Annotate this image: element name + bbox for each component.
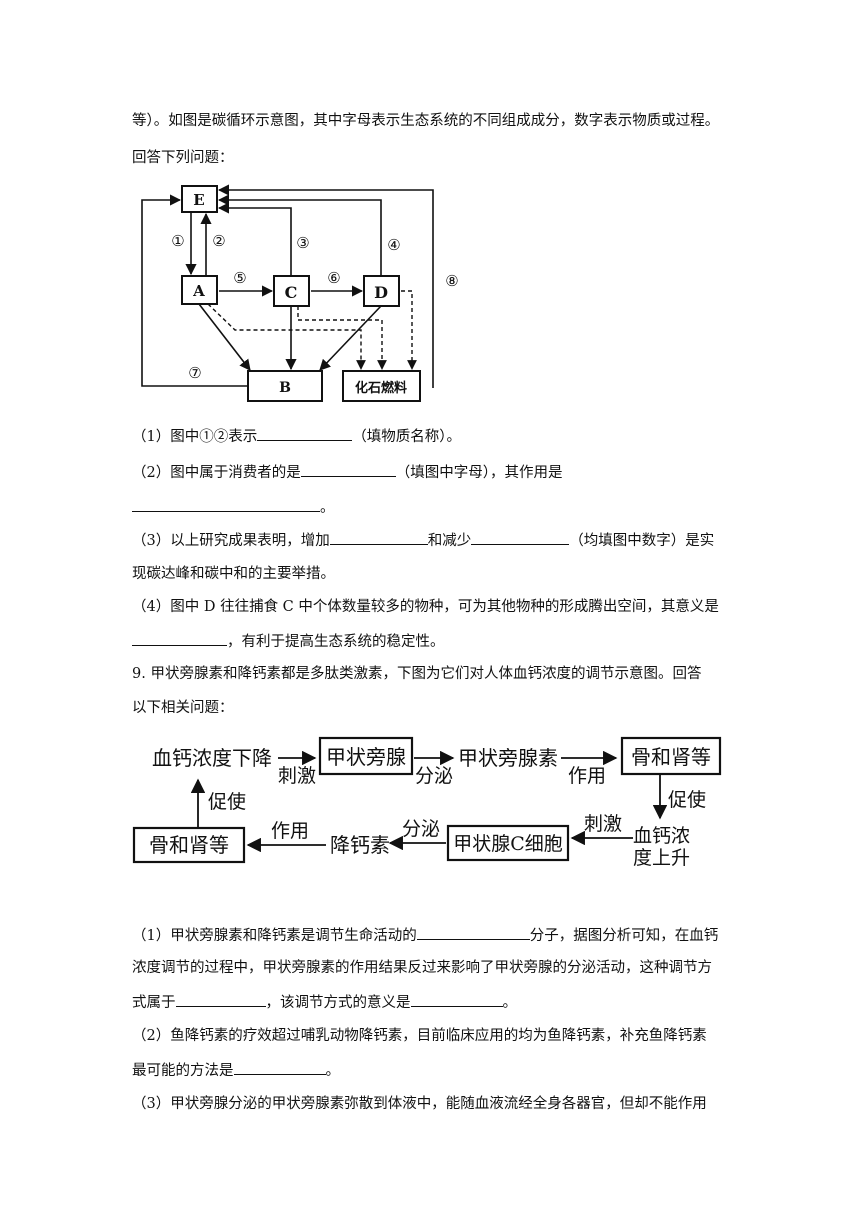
- arrow-label-4: ④: [387, 236, 400, 254]
- c-cell-label: 甲状腺C细胞: [453, 833, 563, 855]
- parathyroid-box: [318, 736, 414, 776]
- answer-blank[interactable]: [132, 497, 320, 512]
- bone-kidney-box-1: [620, 736, 722, 776]
- q9-stem-line-1: 9. 甲状旁腺素和降钙素都是多肽类激素，下图为它们对人体血钙浓度的调节示意图。回…: [132, 666, 702, 682]
- q9-part-1: （1）甲状旁腺素和降钙素是调节生命活动的分子，据图分析可知，在血钙: [132, 925, 718, 946]
- q8-part-1: （1）图中①②表示（填物质名称）。: [132, 426, 461, 447]
- bone-kidney-label-2: 骨和肾等: [149, 833, 229, 857]
- node-fossil-label: 化石燃料: [355, 380, 407, 396]
- secrete-label-1: 分泌: [415, 765, 453, 787]
- c-cell-box: [446, 824, 570, 862]
- q9-part-1-cont-2: 式属于，该调节方式的意义是。: [132, 992, 517, 1013]
- pth-label: 甲状旁腺素: [458, 746, 558, 770]
- arrow-label-7: ⑦: [188, 364, 201, 382]
- q8-part-4-cont: ，有利于提高生态系统的稳定性。: [132, 631, 445, 652]
- q8-part-2: （2）图中属于消费者的是（填图中字母），其作用是: [132, 462, 562, 483]
- promote-label-2: 促使: [208, 791, 246, 813]
- promote-label-1: 促使: [668, 789, 706, 811]
- node-b-label: B: [279, 380, 291, 396]
- intro-line-2: 回答下列问题：: [132, 150, 234, 166]
- answer-blank[interactable]: [233, 1060, 326, 1075]
- calcium-regulation-diagram: 血钙浓度下降 刺激 甲状旁腺 分泌 甲状旁腺素 作用 骨和肾等 促使 血钙浓 度…: [132, 736, 722, 869]
- answer-blank[interactable]: [410, 992, 503, 1007]
- q8-part-3-cont: 现碳达峰和碳中和的主要举措。: [132, 566, 335, 582]
- parathyroid-label: 甲状旁腺: [326, 745, 406, 769]
- q9-part-2-cont: 最可能的方法是。: [132, 1060, 340, 1081]
- bone-kidney-label-1: 骨和肾等: [631, 745, 711, 769]
- carbon-cycle-diagram: E A C D B 化石燃料 ① ② ③ ④ ⑤ ⑥ ⑦ ⑧: [141, 184, 459, 402]
- bone-kidney-box-2: [132, 826, 246, 864]
- node-fossil-box: [342, 370, 421, 402]
- answer-blank[interactable]: [471, 530, 570, 545]
- q8-part-4: （4）图中 D 往往捕食 C 中个体数量较多的物种，可为其他物种的形成腾出空间，…: [132, 599, 719, 615]
- calcium-rise-label-2: 度上升: [633, 847, 690, 869]
- q9-part-2: （2）鱼降钙素的疗效超过哺乳动物降钙素，目前临床应用的均为鱼降钙素，补充鱼降钙素: [132, 1028, 707, 1044]
- stimulate-label-1: 刺激: [278, 765, 316, 787]
- stimulate-label-2: 刺激: [584, 813, 622, 835]
- node-e-label: E: [193, 191, 204, 209]
- node-e-box: [181, 185, 218, 213]
- answer-blank[interactable]: [132, 631, 227, 646]
- answer-blank[interactable]: [300, 462, 396, 477]
- answer-blank[interactable]: [257, 426, 353, 441]
- answer-blank[interactable]: [329, 530, 428, 545]
- q9-part-1-cont: 浓度调节的过程中，甲状旁腺素的作用结果反过来影响了甲状旁腺的分泌活动，这种调节方: [132, 960, 712, 976]
- answer-blank[interactable]: [175, 992, 266, 1007]
- q9-part-3: （3）甲状旁腺分泌的甲状旁腺素弥散到体液中，能随血液流经全身各器官，但却不能作用: [132, 1096, 707, 1112]
- arrow-label-3: ③: [296, 234, 309, 252]
- arrow-label-2: ②: [212, 232, 225, 250]
- q9-stem-line-2: 以下相关问题：: [132, 700, 234, 716]
- intro-line-1: 等）。如图是碳循环示意图，其中字母表示生态系统的不同组成成分，数字表示物质或过程…: [132, 113, 720, 129]
- act-label-2: 作用: [271, 820, 309, 842]
- act-label-1: 作用: [568, 765, 606, 787]
- arrow-label-6: ⑥: [327, 269, 340, 287]
- node-c-label: C: [285, 283, 298, 302]
- secrete-label-2: 分泌: [402, 818, 440, 840]
- calcitonin-label: 降钙素: [330, 833, 390, 857]
- calcium-drop-label: 血钙浓度下降: [152, 746, 272, 770]
- q8-part-3: （3）以上研究成果表明，增加和减少（均填图中数字）是实: [132, 530, 714, 551]
- calcium-rise-label-1: 血钙浓: [633, 825, 690, 847]
- arrow-label-1: ①: [171, 232, 184, 250]
- arrow-label-8: ⑧: [445, 272, 458, 290]
- node-a-label: A: [192, 282, 205, 300]
- node-d-label: D: [374, 283, 388, 302]
- q8-part-2-cont: 。: [132, 497, 335, 518]
- answer-blank[interactable]: [416, 925, 530, 940]
- arrow-label-5: ⑤: [233, 269, 246, 287]
